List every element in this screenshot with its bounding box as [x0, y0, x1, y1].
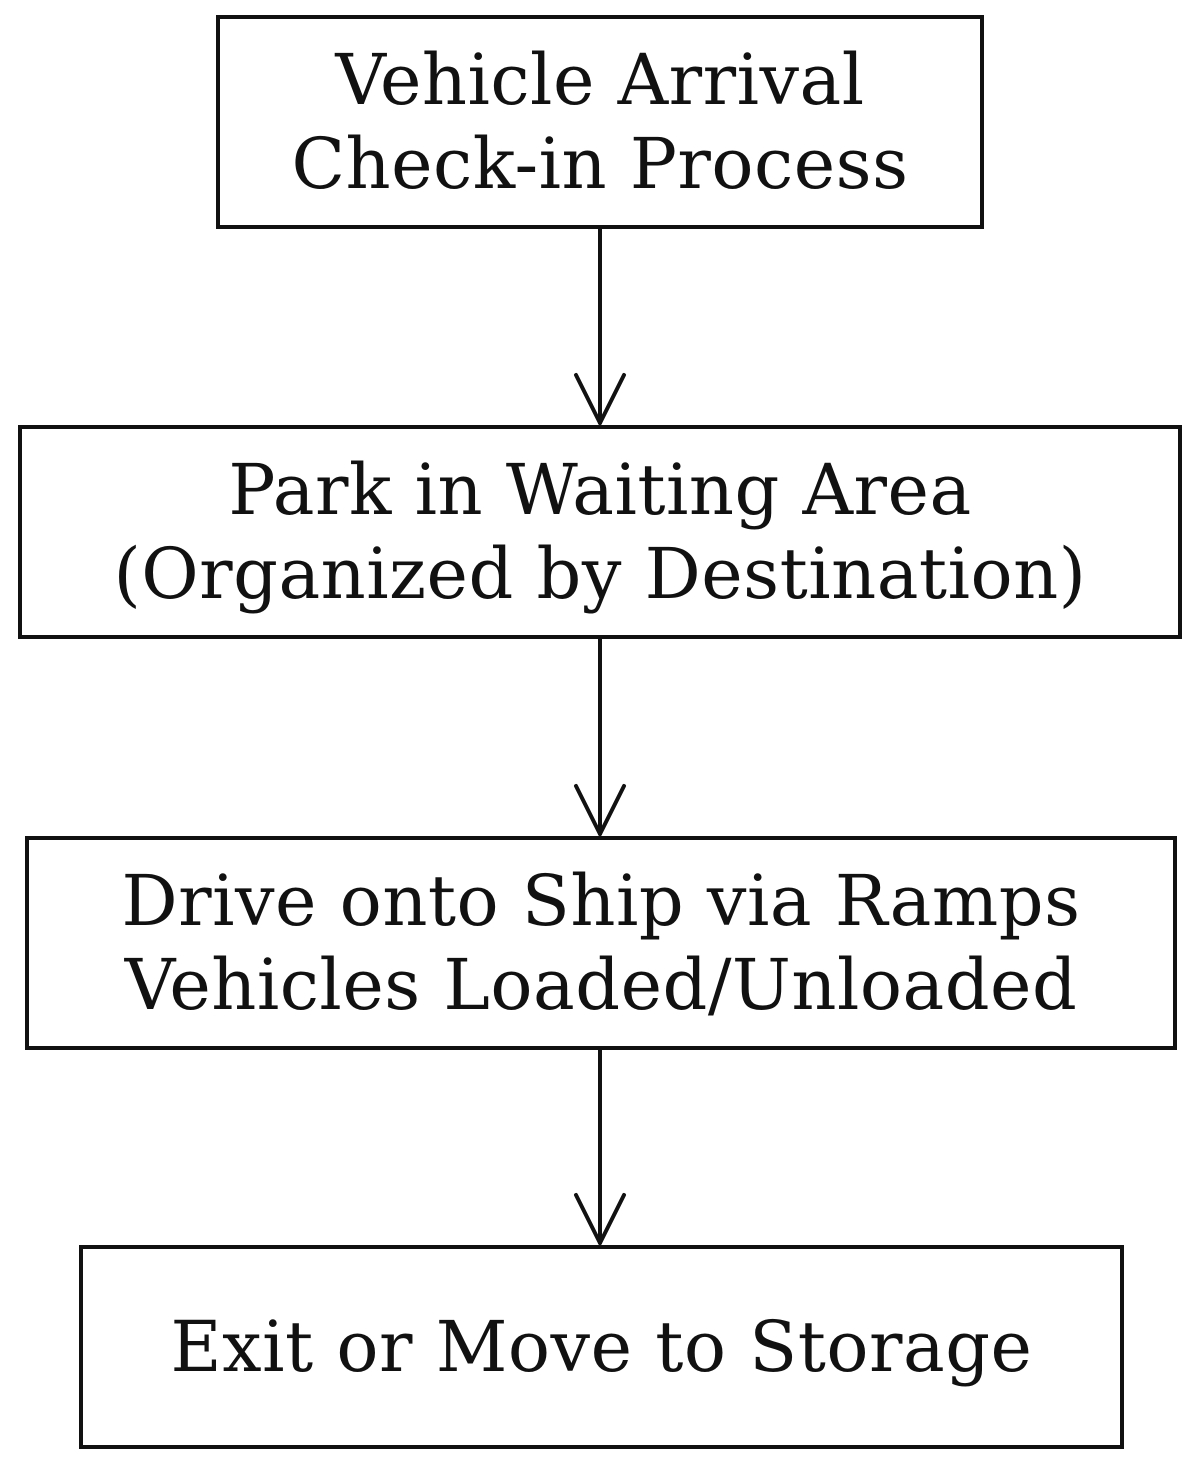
arrow-step-3-to-4: [574, 1048, 626, 1245]
step-1-line-2: Check-in Process: [291, 123, 909, 205]
step-exit-or-storage-box: Exit or Move to Storage: [79, 1245, 1124, 1449]
step-vehicle-arrival-box: Vehicle Arrival Check-in Process: [216, 15, 984, 229]
step-1-line-1: Vehicle Arrival: [335, 39, 865, 121]
step-2-line-1: Park in Waiting Area: [228, 449, 972, 531]
arrow-step-2-to-3: [574, 637, 626, 836]
step-waiting-area-box: Park in Waiting Area (Organized by Desti…: [18, 425, 1182, 639]
arrow-step-1-to-2: [574, 227, 626, 425]
step-2-line-2: (Organized by Destination): [113, 533, 1087, 615]
step-4-line-1: Exit or Move to Storage: [170, 1306, 1033, 1388]
step-3-line-1: Drive onto Ship via Ramps: [121, 860, 1081, 942]
step-drive-onto-ship-box: Drive onto Ship via Ramps Vehicles Loade…: [25, 836, 1177, 1050]
step-3-line-2: Vehicles Loaded/Unloaded: [124, 944, 1078, 1026]
